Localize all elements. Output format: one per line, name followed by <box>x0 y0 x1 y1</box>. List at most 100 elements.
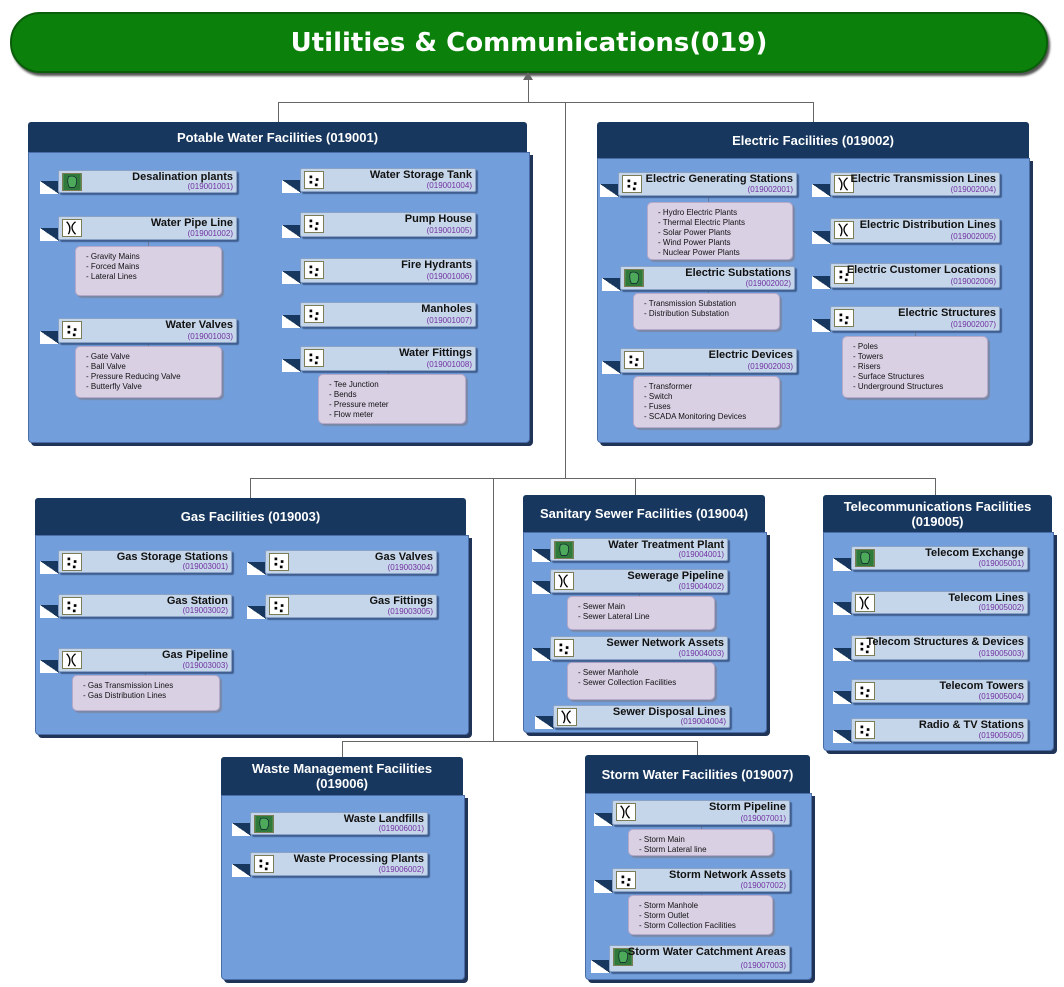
layer-code: (019004002) <box>678 582 724 591</box>
layer-card[interactable]: Electric Devices(019002003) <box>620 348 797 373</box>
layer-card[interactable]: Sewer Network Assets(019004003) <box>550 636 728 660</box>
layer-flag-icon <box>812 319 831 332</box>
layer-name: Gas Station <box>166 595 228 607</box>
sub-item-list: - Gate Valve- Ball Valve- Pressure Reduc… <box>75 346 222 398</box>
layer-card[interactable]: Gas Station(019003002) <box>58 594 232 617</box>
layer-card[interactable]: Water Pipe Line(019001002) <box>58 216 237 240</box>
sub-item: - Poles <box>853 342 878 351</box>
layer-card[interactable]: Electric Generating Stations(019002001) <box>618 172 797 196</box>
sub-item: - Storm Main <box>639 835 685 844</box>
layer-name: Storm Water Catchment Areas <box>627 946 786 958</box>
layer-code: (019006002) <box>378 865 424 874</box>
pipeline-icon <box>834 221 854 239</box>
layer-card[interactable]: Storm Water Catchment Areas(019007003) <box>609 945 790 972</box>
layer-card[interactable]: Gas Fittings(019003005) <box>265 594 437 618</box>
layer-code: (019001004) <box>426 181 472 190</box>
connector-line <box>145 672 146 675</box>
layer-code: (019004004) <box>680 717 726 726</box>
layer-card[interactable]: Storm Network Assets(019007002) <box>612 868 790 892</box>
connector-line <box>250 478 936 479</box>
layer-name: Sewer Network Assets <box>606 637 724 649</box>
section-header: Electric Facilities (019002) <box>597 122 1029 158</box>
layer-name: Electric Transmission Lines <box>850 173 996 185</box>
layer-card[interactable]: Storm Pipeline(019007001) <box>612 800 790 825</box>
layer-card[interactable]: Radio & TV Stations(019005005) <box>851 718 1028 742</box>
layer-card[interactable]: Telecom Exchange(019005001) <box>851 546 1028 570</box>
layer-card[interactable]: Electric Transmission Lines(019002004) <box>830 172 1000 196</box>
layer-card[interactable]: Telecom Lines(019005002) <box>851 591 1028 614</box>
arrow-head-icon <box>523 72 533 80</box>
pipeline-icon <box>855 594 875 612</box>
layer-card[interactable]: Manholes(019001007) <box>300 302 476 327</box>
connector-line <box>388 371 389 374</box>
layer-card[interactable]: Sewer Disposal Lines(019004004) <box>553 705 730 728</box>
point-icon <box>304 305 324 323</box>
layer-code: (019001006) <box>426 272 472 281</box>
point-icon <box>254 855 274 873</box>
layer-flag-icon <box>282 315 301 328</box>
plant-icon <box>855 549 875 567</box>
sub-item: - Flow meter <box>329 410 374 419</box>
connector-line <box>708 373 710 376</box>
connector-line <box>639 660 640 662</box>
layer-flag-icon <box>602 278 621 291</box>
sub-item-list: - Transformer- Switch- Fuses- SCADA Moni… <box>633 376 780 428</box>
layer-card[interactable]: Desalination plants(019001001) <box>58 170 237 193</box>
layer-card[interactable]: Gas Valves(019003004) <box>265 550 437 574</box>
layer-card[interactable]: Gas Storage Stations(019003001) <box>58 550 232 573</box>
pipeline-icon <box>616 803 636 821</box>
section-header: Gas Facilities (019003) <box>35 498 466 535</box>
sub-item: - Pressure meter <box>329 400 389 409</box>
layer-name: Storm Network Assets <box>669 869 786 881</box>
layer-card[interactable]: Electric Substations(019002002) <box>620 266 795 290</box>
layer-flag-icon <box>40 228 59 241</box>
layer-code: (019004001) <box>678 550 724 559</box>
layer-card[interactable]: Electric Structures(019002007) <box>830 306 1000 331</box>
section-header: Potable Water Facilities (019001) <box>28 122 527 152</box>
layer-flag-icon <box>812 231 831 244</box>
layer-name: Telecom Towers <box>939 680 1024 692</box>
layer-name: Telecom Exchange <box>925 547 1024 559</box>
layer-flag-icon <box>282 359 301 372</box>
sub-item: - Underground Structures <box>853 382 944 391</box>
layer-card[interactable]: Waste Landfills(019006001) <box>250 812 428 835</box>
layer-name: Sewer Disposal Lines <box>612 706 726 718</box>
point-icon <box>855 638 875 656</box>
sub-item-list: - Sewer Main- Sewer Lateral Line <box>567 596 715 630</box>
layer-card[interactable]: Gas Pipeline(019003003) <box>58 648 232 672</box>
layer-flag-icon <box>40 181 59 194</box>
sub-item-list: - Storm Main- Storm Lateral line <box>628 829 773 856</box>
layer-name: Waste Processing Plants <box>293 853 424 865</box>
point-icon <box>62 597 82 615</box>
layer-card[interactable]: Telecom Structures & Devices(019005003) <box>851 635 1028 660</box>
sub-item: - Sewer Lateral Line <box>578 612 650 621</box>
section-header: Telecommunications Facilities (019005) <box>823 495 1052 532</box>
layer-card[interactable]: Water Treatment Plant(019004001) <box>550 538 728 561</box>
layer-code: (019002004) <box>950 185 996 194</box>
layer-name: Waste Landfills <box>343 813 424 825</box>
point-icon <box>554 639 574 657</box>
layer-card[interactable]: Water Fittings(019001008) <box>300 346 476 371</box>
layer-card[interactable]: Electric Customer Locations(019002006) <box>830 263 1000 288</box>
layer-card[interactable]: Sewerage Pipeline(019004002) <box>550 569 728 593</box>
point-icon <box>62 321 82 339</box>
layer-flag-icon <box>591 960 610 973</box>
layer-card[interactable]: Pump House(019001005) <box>300 212 476 237</box>
point-icon <box>269 597 289 615</box>
layer-card[interactable]: Waste Processing Plants(019006002) <box>250 852 428 876</box>
layer-code: (019004003) <box>678 649 724 658</box>
layer-code: (019002003) <box>747 362 793 371</box>
layer-card[interactable]: Telecom Towers(019005004) <box>851 679 1028 703</box>
layer-code: (019005002) <box>978 603 1024 612</box>
layer-name: Electric Structures <box>898 307 996 319</box>
layer-card[interactable]: Electric Distribution Lines(019002005) <box>830 218 1000 243</box>
layer-card[interactable]: Fire Hydrants(019001006) <box>300 258 476 283</box>
layer-code: (019005001) <box>978 559 1024 568</box>
point-icon <box>834 309 854 327</box>
sub-item: - Transmission Substation <box>644 299 737 308</box>
plant-icon <box>254 815 274 833</box>
layer-code: (019007002) <box>740 881 786 890</box>
layer-card[interactable]: Water Storage Tank(019001004) <box>300 168 476 192</box>
layer-card[interactable]: Water Valves(019001003) <box>58 318 237 343</box>
connector-line <box>707 290 709 293</box>
